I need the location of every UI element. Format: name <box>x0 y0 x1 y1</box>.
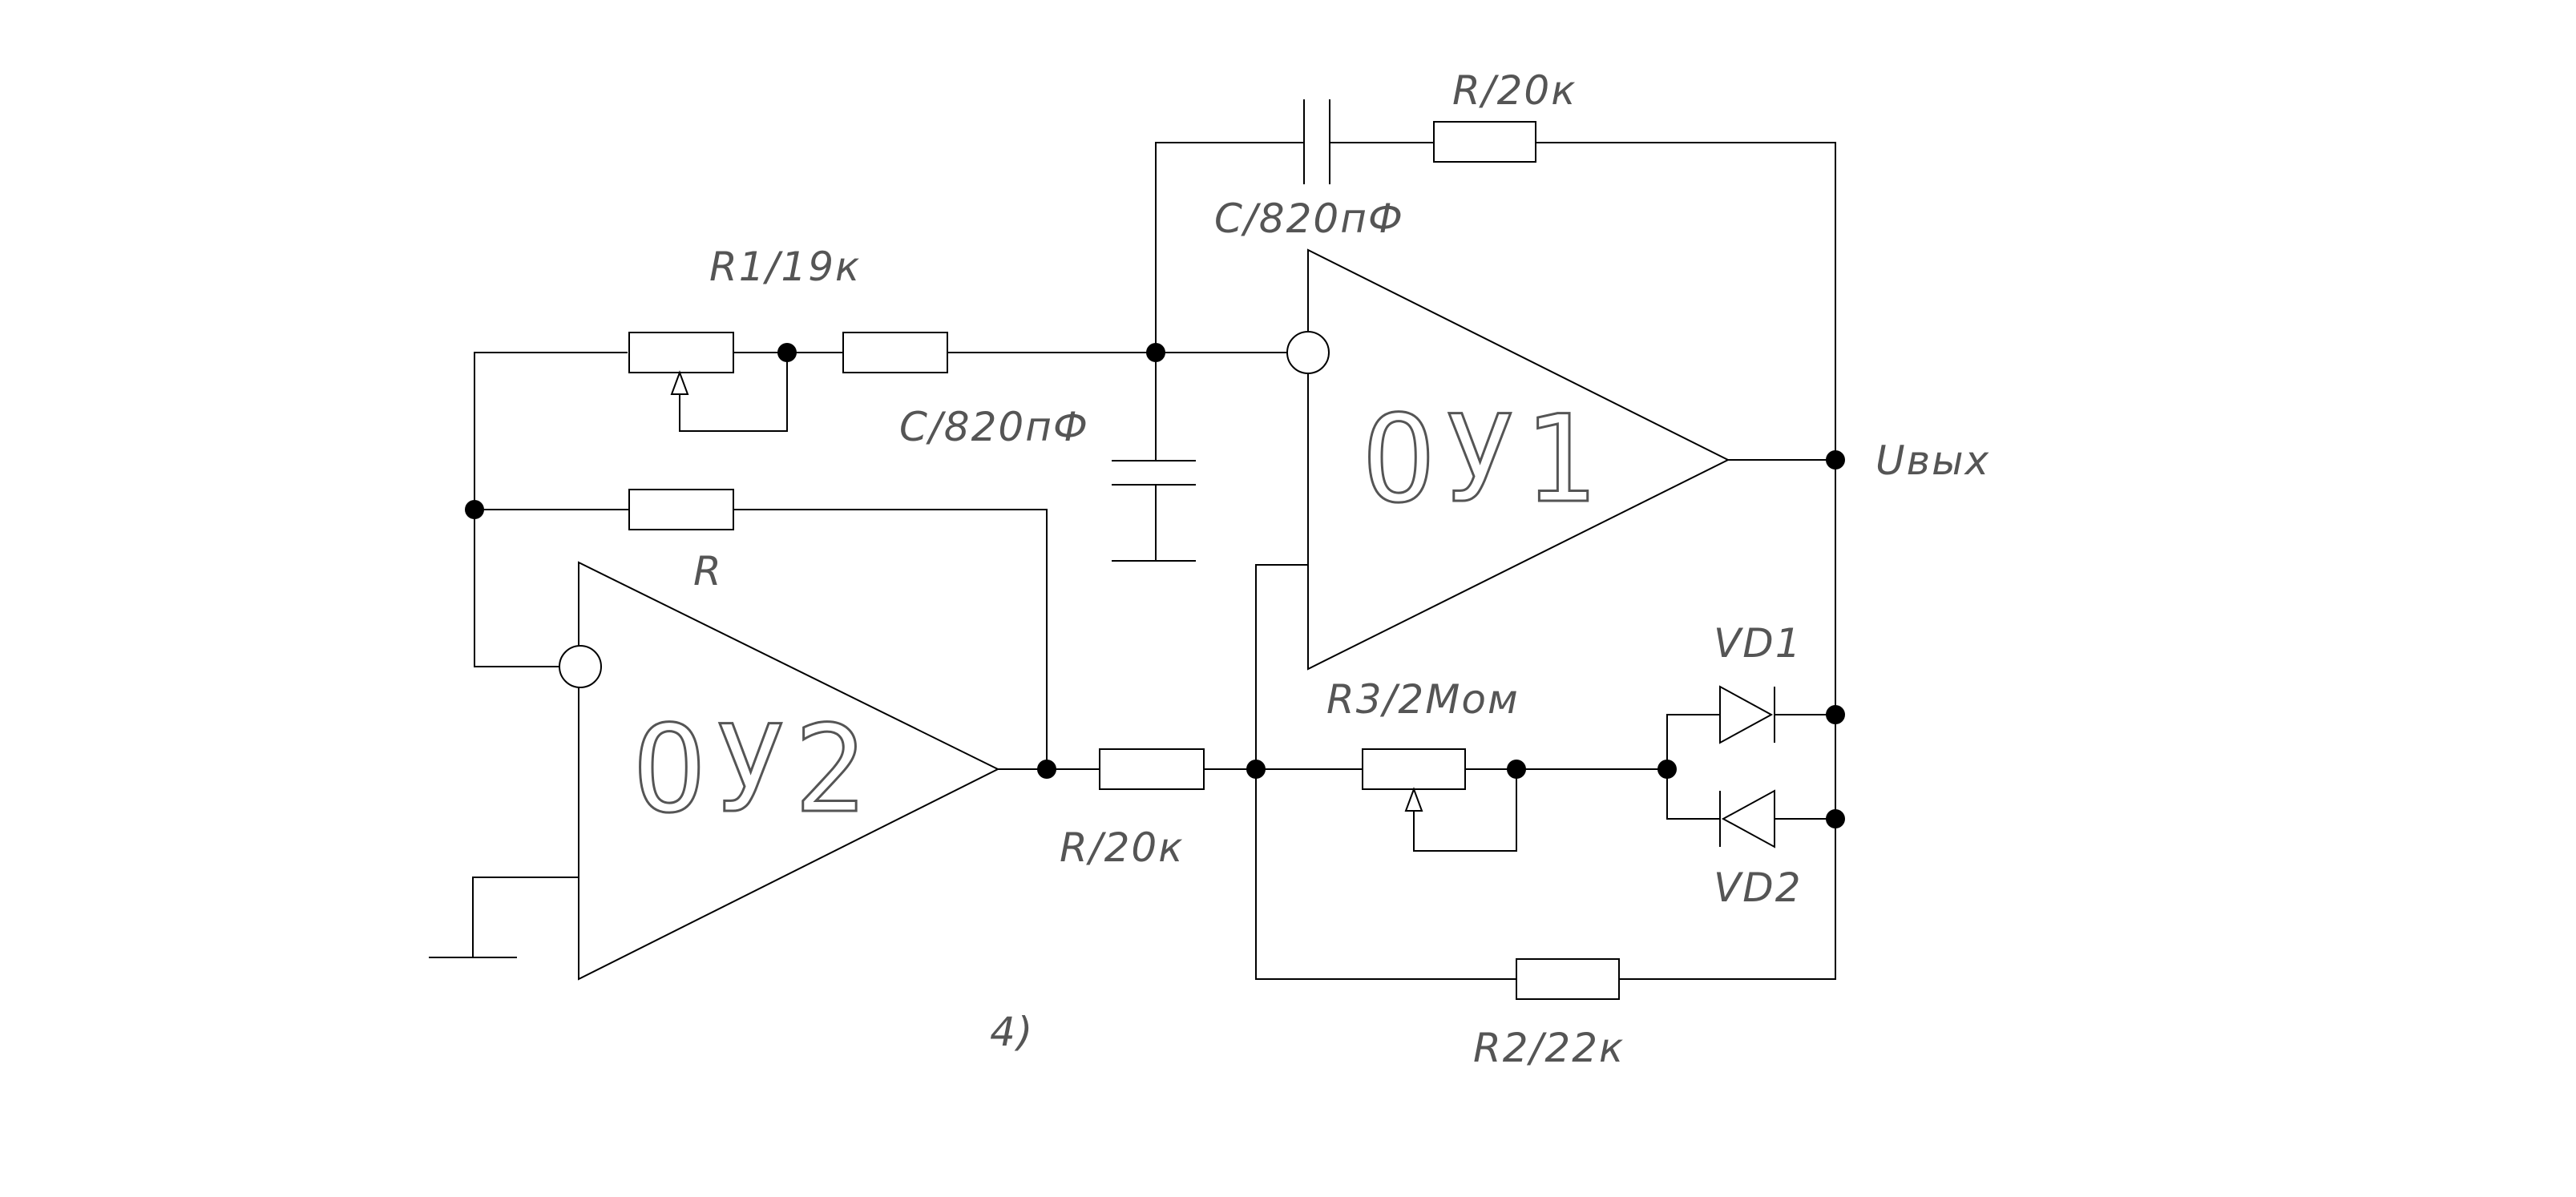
label-c-mid: C/820пФ <box>899 404 1089 450</box>
label-vd1: VD1 <box>1714 620 1803 667</box>
op-amp-ou2: ОУ2 <box>559 561 1000 981</box>
label-c-top: C/820пФ <box>1214 195 1404 242</box>
label-uout: Uвых <box>1875 437 1990 484</box>
resistor-r-20k-mid <box>1099 748 1205 790</box>
resistor-r1-series <box>842 332 948 373</box>
capacitor-c-top <box>1303 99 1330 184</box>
resistor-r2 <box>1516 958 1620 1000</box>
op-amp-ou1: ОУ1 <box>1286 248 1730 671</box>
label-r-20k-top: R/20к <box>1452 67 1577 114</box>
op-amp-ou2-label: ОУ2 <box>633 700 874 840</box>
label-r-20k-mid: R/20к <box>1060 824 1184 871</box>
wires <box>429 142 1836 980</box>
label-vd2: VD2 <box>1714 864 1803 911</box>
label-r2: R2/22к <box>1473 1025 1625 1071</box>
label-r1: R1/19к <box>709 244 861 290</box>
diode-vd2 <box>1719 789 1775 848</box>
resistor-r-20k-top <box>1433 121 1536 163</box>
potentiometer-r1 <box>628 332 734 373</box>
r3-wiper-arrow <box>1404 787 1423 812</box>
resistor-r <box>628 489 734 530</box>
junction-dots <box>465 343 1845 828</box>
label-r3: R3/2Мом <box>1326 676 1520 723</box>
op-amp-ou1-label: ОУ1 <box>1363 390 1604 530</box>
capacitor-c-mid <box>1112 460 1196 562</box>
figure-number: 4) <box>990 1009 1034 1055</box>
diode-vd1 <box>1719 685 1775 744</box>
potentiometer-r3 <box>1362 748 1466 790</box>
r1-wiper-arrow <box>670 370 689 395</box>
label-r: R <box>693 548 723 594</box>
